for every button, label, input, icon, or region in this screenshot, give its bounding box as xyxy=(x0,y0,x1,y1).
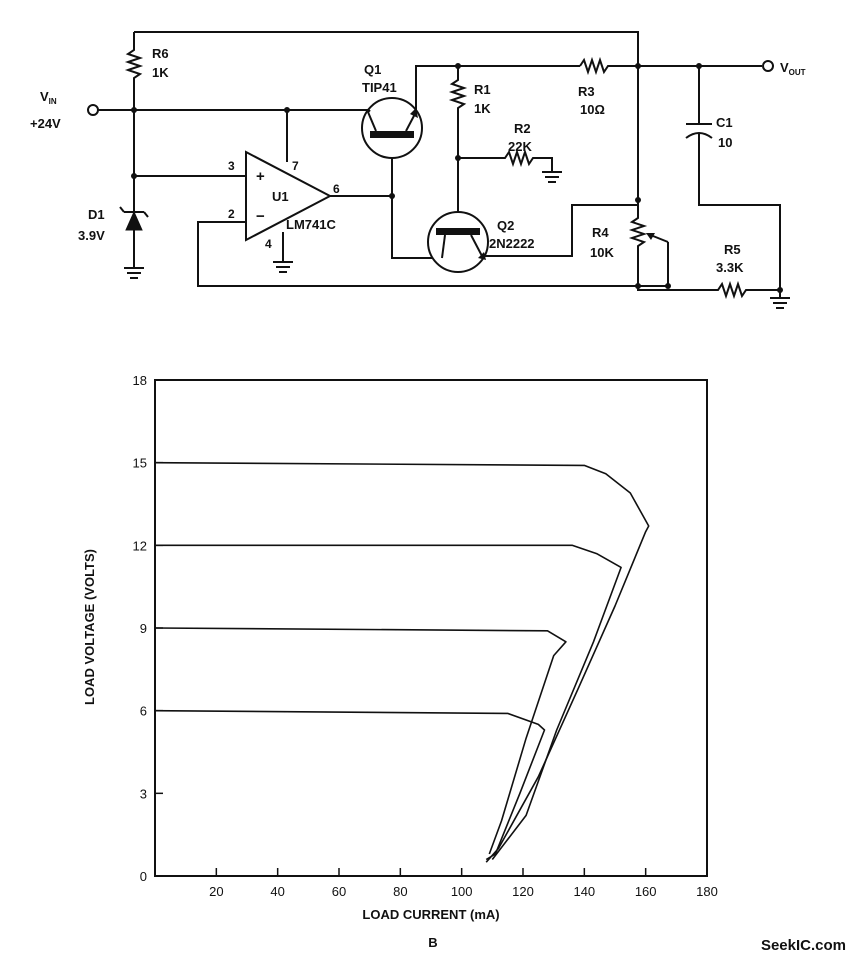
resistor-r3 xyxy=(579,56,638,76)
opamp-plus-sign: + xyxy=(256,168,265,185)
q1-emitter-wire xyxy=(415,65,580,110)
vin-label: VIN xyxy=(40,89,57,106)
vout-terminal xyxy=(762,60,774,72)
top-feedback-wire xyxy=(134,31,639,200)
series-line-3 xyxy=(155,544,622,860)
inv-feedback-wire xyxy=(197,221,670,287)
opamp-minus-sign: − xyxy=(256,208,265,225)
load-chart: 0 3 6 9 12 15 18 20 40 60 80 100 120 140 160 180 LOAD … xyxy=(82,373,718,950)
ground-d1 xyxy=(124,267,144,279)
x-axis-ticks: 20 40 60 80 100 120 140 160 180 xyxy=(209,868,718,899)
u1-part: LM741C xyxy=(286,217,336,232)
r6-name: R6 xyxy=(152,46,169,61)
pin-3: 3 xyxy=(228,159,235,173)
pin-2: 2 xyxy=(228,207,235,221)
r4-value: 10K xyxy=(590,245,614,260)
ground-u1 xyxy=(273,261,293,273)
x-tick-label: 180 xyxy=(696,884,718,899)
figure-panel-label: B xyxy=(428,935,437,950)
transistor-q2 xyxy=(427,211,489,273)
series-line-2 xyxy=(154,627,567,855)
r5-value: 3.3K xyxy=(716,260,744,275)
q1-name: Q1 xyxy=(364,62,381,77)
vin-terminal xyxy=(87,104,99,116)
x-tick-label: 120 xyxy=(512,884,534,899)
y-tick-label: 3 xyxy=(140,786,147,801)
q2-collector-wire xyxy=(391,196,442,259)
ground-r2 xyxy=(542,171,562,183)
vin-voltage: +24V xyxy=(30,116,61,131)
y-tick-label: 6 xyxy=(140,704,147,719)
x-tick-label: 40 xyxy=(270,884,284,899)
y-tick-label: 0 xyxy=(140,869,147,884)
u1-name: U1 xyxy=(272,189,289,204)
q2-emitter-wire xyxy=(482,204,638,257)
ground-r5 xyxy=(770,290,790,309)
x-axis-title: LOAD CURRENT (mA) xyxy=(362,907,499,922)
y-tick-label: 18 xyxy=(133,373,147,388)
circuit-schematic: R6 1K VIN +24V D1 3.9V xyxy=(30,31,806,309)
resistor-r4 xyxy=(628,200,648,286)
zener-d1 xyxy=(119,190,149,268)
r5-name: R5 xyxy=(724,242,741,257)
resistor-r1 xyxy=(448,66,468,158)
chart-series xyxy=(154,461,650,863)
x-tick-label: 60 xyxy=(332,884,346,899)
series-line-1 xyxy=(154,709,546,861)
x-tick-label: 160 xyxy=(635,884,657,899)
y-axis-ticks: 0 3 6 9 12 15 18 xyxy=(133,373,163,884)
r1-name: R1 xyxy=(474,82,491,97)
c1-value: 10 xyxy=(718,135,732,150)
r2-value: 22K xyxy=(508,139,532,154)
x-tick-label: 20 xyxy=(209,884,223,899)
series-line-4 xyxy=(154,461,650,863)
transistor-q1 xyxy=(361,97,423,159)
r1-value: 1K xyxy=(474,101,491,116)
capacitor-c1 xyxy=(685,66,781,290)
c1-name: C1 xyxy=(716,115,733,130)
vout-label: VOUT xyxy=(780,60,806,77)
q2-part: 2N2222 xyxy=(489,236,535,251)
pin-4: 4 xyxy=(265,237,272,251)
resistor-r2 xyxy=(458,148,553,172)
d1-name: D1 xyxy=(88,207,105,222)
r2-name: R2 xyxy=(514,121,531,136)
y-tick-label: 9 xyxy=(140,621,147,636)
d1-value: 3.9V xyxy=(78,228,105,243)
y-tick-label: 15 xyxy=(133,456,147,471)
r3-value: 10Ω xyxy=(580,102,605,117)
r4-name: R4 xyxy=(592,225,609,240)
x-tick-label: 80 xyxy=(393,884,407,899)
y-axis-title: LOAD VOLTAGE (VOLTS) xyxy=(82,549,97,705)
pin-7: 7 xyxy=(292,159,299,173)
y-tick-label: 12 xyxy=(133,538,147,553)
resistor-r5 xyxy=(670,280,780,300)
x-tick-label: 100 xyxy=(451,884,473,899)
x-tick-label: 140 xyxy=(573,884,595,899)
r6-value: 1K xyxy=(152,65,169,80)
q1-part: TIP41 xyxy=(362,80,397,95)
r3-name: R3 xyxy=(578,84,595,99)
pin-6: 6 xyxy=(333,182,340,196)
opamp-u1 xyxy=(245,150,333,242)
resistor-r6 xyxy=(124,32,144,110)
watermark-seekic: SeekIC.com xyxy=(761,937,846,954)
q2-name: Q2 xyxy=(497,218,514,233)
